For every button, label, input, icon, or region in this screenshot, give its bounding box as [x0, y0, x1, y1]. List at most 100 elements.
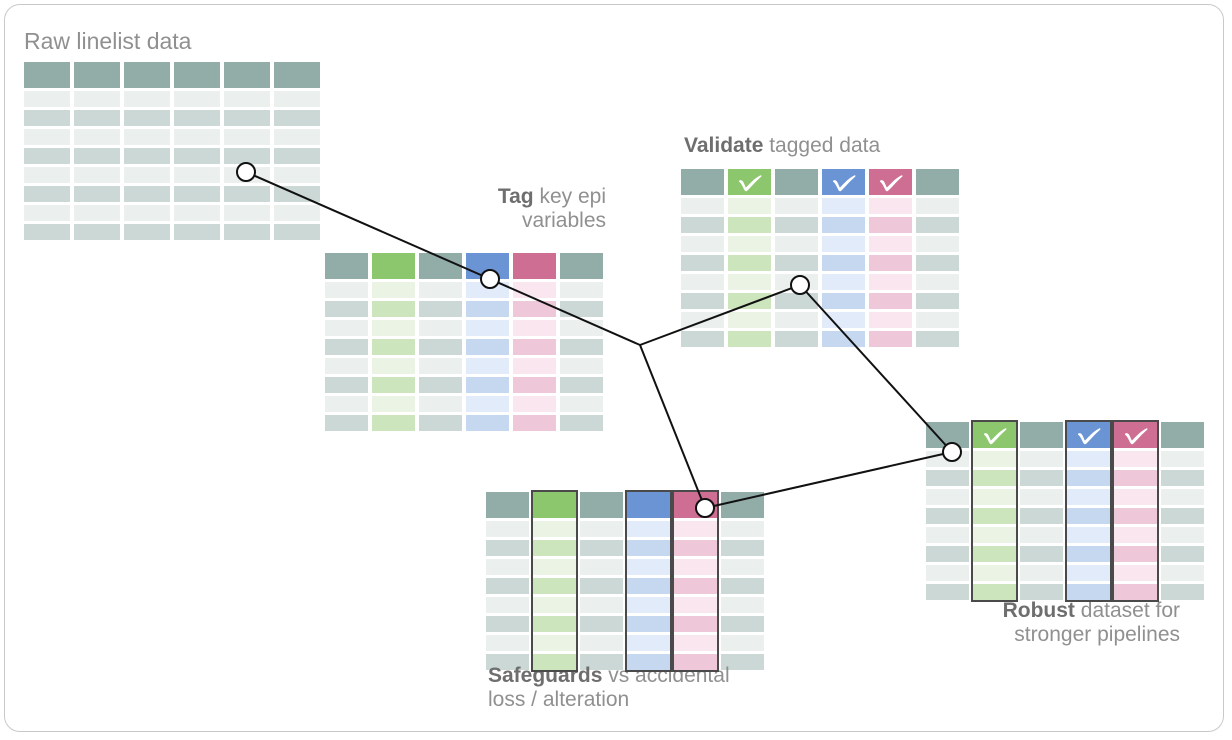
table-row-cell: [674, 635, 717, 651]
column-header-cell: [124, 62, 170, 88]
table-column-green: [728, 169, 771, 347]
flow-node-tag[interactable]: [480, 269, 500, 289]
table-row-cell: [775, 198, 818, 214]
table-row-cell: [822, 331, 865, 347]
table-row-cell: [372, 339, 415, 355]
table-row-cell: [775, 331, 818, 347]
table-row-cell: [627, 559, 670, 575]
table-row-cell: [926, 546, 969, 562]
table-row-cell: [775, 255, 818, 271]
table-row-cell: [681, 217, 724, 233]
table-row-cell: [681, 274, 724, 290]
table-row-cell: [466, 396, 509, 412]
table-row-cell: [513, 339, 556, 355]
table-row-cell: [24, 224, 70, 240]
table-row-cell: [973, 451, 1016, 467]
table-row-cell: [533, 597, 576, 613]
table-row-cell: [1114, 565, 1157, 581]
table-row-cell: [1067, 584, 1110, 600]
table-row-cell: [419, 396, 462, 412]
table-row-cell: [124, 148, 170, 164]
table-row-cell: [973, 470, 1016, 486]
table-row-cell: [1114, 527, 1157, 543]
table-row-cell: [486, 521, 529, 537]
table-raw: [24, 62, 320, 240]
stage-label-text: tagged data: [763, 134, 881, 157]
flow-node-raw[interactable]: [236, 162, 256, 182]
table-row-cell: [466, 339, 509, 355]
table-row-cell: [728, 236, 771, 252]
flow-node-robust[interactable]: [942, 442, 962, 462]
table-row-cell: [869, 331, 912, 347]
table-row-cell: [973, 546, 1016, 562]
table-row-cell: [721, 559, 764, 575]
table-row-cell: [325, 358, 368, 374]
table-row-cell: [466, 358, 509, 374]
table-row-cell: [627, 654, 670, 670]
table-row-cell: [1067, 565, 1110, 581]
table-row-cell: [74, 129, 120, 145]
table-row-cell: [274, 224, 320, 240]
table-row-cell: [681, 198, 724, 214]
table-column-gray: [274, 62, 320, 240]
table-row-cell: [822, 274, 865, 290]
table-row-cell: [580, 578, 623, 594]
column-header-cell: [174, 62, 220, 88]
table-row-cell: [627, 635, 670, 651]
table-row-cell: [721, 540, 764, 556]
table-row-cell: [580, 635, 623, 651]
checkmark-icon: [738, 175, 761, 192]
table-row-cell: [466, 415, 509, 431]
table-row-cell: [973, 508, 1016, 524]
table-row-cell: [533, 578, 576, 594]
table-row-cell: [926, 470, 969, 486]
table-row-cell: [1020, 565, 1063, 581]
table-row-cell: [419, 339, 462, 355]
table-column-gray: [224, 62, 270, 240]
table-row-cell: [419, 415, 462, 431]
table-row-cell: [325, 377, 368, 393]
table-column-green-protected: [971, 420, 1018, 602]
table-row-cell: [1161, 527, 1204, 543]
table-row-cell: [124, 129, 170, 145]
table-row-cell: [24, 148, 70, 164]
table-row-cell: [674, 654, 717, 670]
table-row-cell: [926, 489, 969, 505]
table-row-cell: [466, 301, 509, 317]
table-safeguards: [486, 490, 764, 672]
table-row-cell: [721, 597, 764, 613]
table-row-cell: [973, 527, 1016, 543]
table-row-cell: [1161, 546, 1204, 562]
column-header-cell: [1114, 422, 1157, 448]
table-row-cell: [486, 597, 529, 613]
table-row-cell: [916, 198, 959, 214]
table-row-cell: [513, 396, 556, 412]
table-row-cell: [1020, 470, 1063, 486]
column-header-cell: [274, 62, 320, 88]
table-row-cell: [728, 274, 771, 290]
table-row-cell: [24, 167, 70, 183]
table-row-cell: [916, 236, 959, 252]
checkmark-icon: [1124, 428, 1147, 445]
table-row-cell: [1020, 527, 1063, 543]
table-row-cell: [728, 255, 771, 271]
table-row-cell: [560, 396, 603, 412]
table-row-cell: [466, 320, 509, 336]
table-row-cell: [721, 578, 764, 594]
flow-node-safeguards[interactable]: [695, 498, 715, 518]
table-row-cell: [728, 293, 771, 309]
table-row-cell: [869, 236, 912, 252]
table-column-pink: [513, 253, 556, 431]
table-row-cell: [513, 301, 556, 317]
table-row-cell: [822, 293, 865, 309]
table-row-cell: [513, 415, 556, 431]
table-row-cell: [822, 255, 865, 271]
stage-label-robust: Robust dataset for stronger pipelines: [860, 599, 1180, 648]
column-header-cell: [560, 253, 603, 279]
table-column-green: [372, 253, 415, 431]
table-row-cell: [775, 217, 818, 233]
flow-node-validate[interactable]: [790, 275, 810, 295]
table-row-cell: [466, 377, 509, 393]
table-row-cell: [560, 415, 603, 431]
table-row-cell: [124, 91, 170, 107]
